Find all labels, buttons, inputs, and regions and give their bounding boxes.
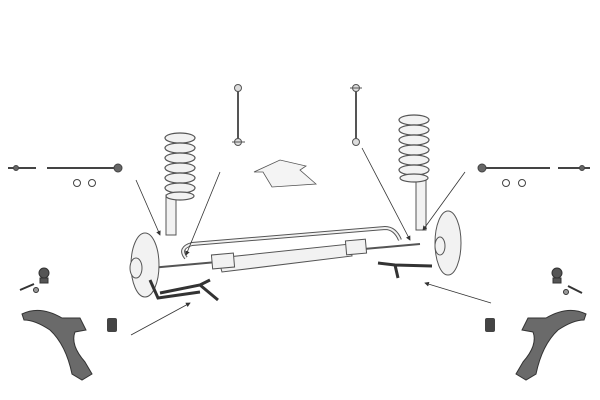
brake-disc-left [129,232,201,300]
control-arm-left [21,309,93,381]
bushing-left [107,318,117,332]
strut-spring-right [398,114,430,231]
direction-arrow-icon [253,159,317,188]
tie-rod-right [477,163,590,187]
stabilizer-link-right [350,84,362,146]
strut-spring-left [164,132,196,236]
ball-joint-left [19,267,50,293]
stabilizer-link-left [232,84,245,146]
link-arm-right [377,261,433,279]
steering-rack [149,238,421,273]
brake-disc-right [434,210,462,276]
link-arm-left [159,278,219,302]
pointer-lines [130,147,492,336]
control-arm-right [515,309,587,381]
tie-rod-left [8,163,123,187]
ball-joint-right [551,267,583,295]
bushing-right [485,318,495,332]
